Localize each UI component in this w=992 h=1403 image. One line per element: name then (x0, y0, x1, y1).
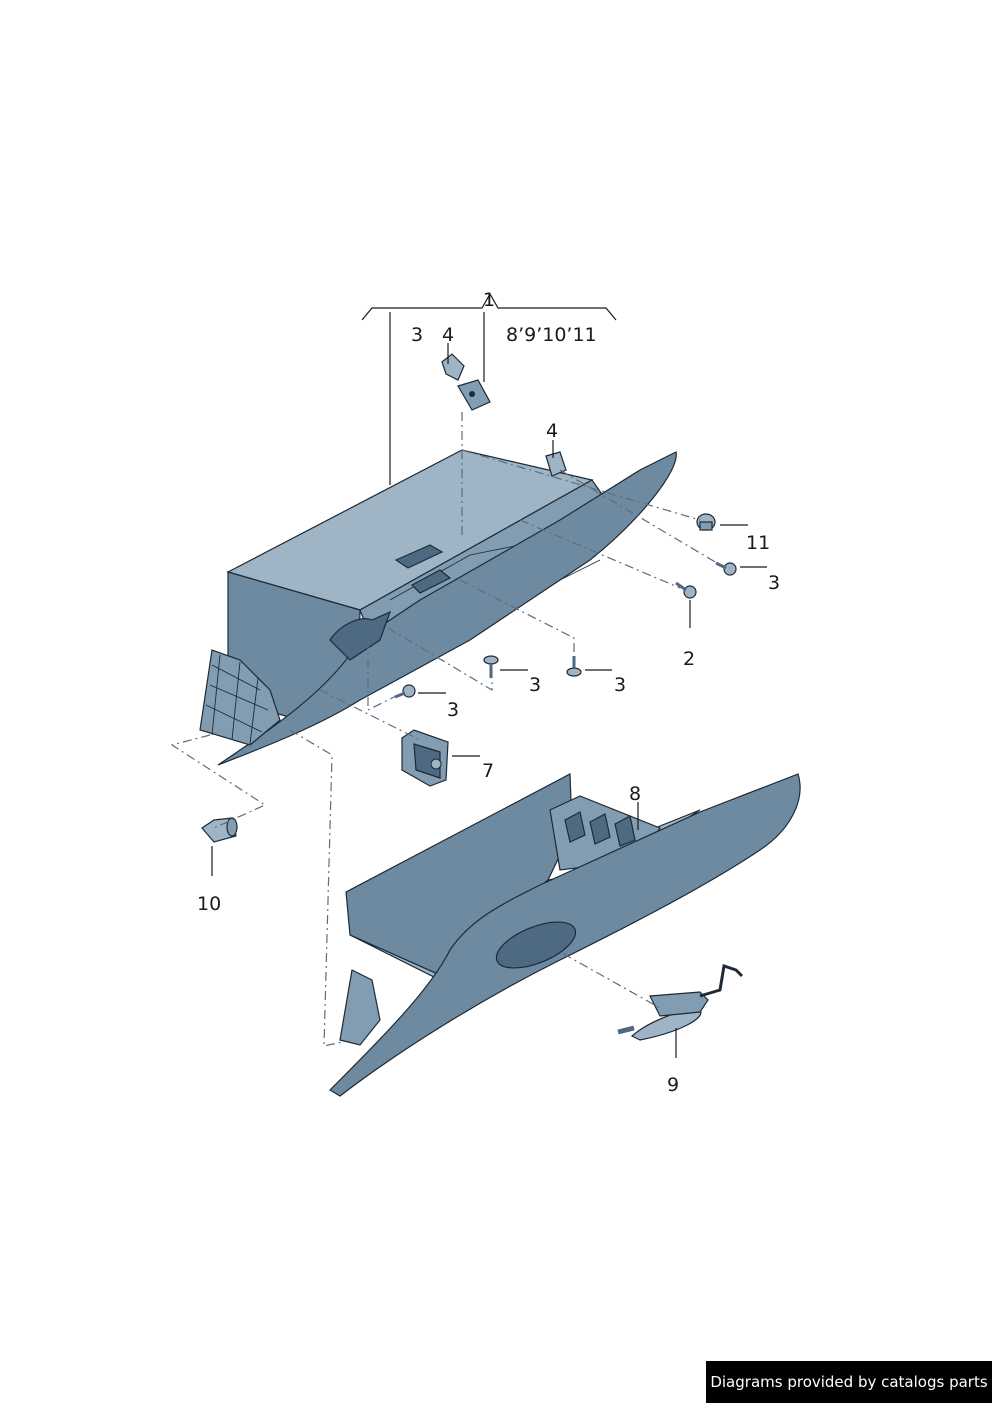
callout-4-mid: 4 (546, 420, 558, 442)
leader-lines (211, 343, 767, 1058)
callout-3-top: 3 (411, 324, 423, 346)
callout-4-top: 4 (442, 324, 454, 346)
screw-part-2 (675, 581, 697, 599)
callout-3-right: 3 (768, 572, 780, 594)
callout-2: 2 (683, 648, 695, 670)
screw-part-3-b (566, 656, 582, 677)
screw-part-3-a (483, 655, 499, 678)
callout-labels: 1 3 4 8’9’10’11 4 11 3 2 3 3 3 7 8 10 9 (197, 289, 780, 1096)
callout-1: 1 (483, 289, 495, 311)
screw-part-3-right (715, 561, 737, 576)
callout-10: 10 (197, 893, 221, 915)
switch-part-7 (401, 729, 449, 787)
assembly-lines (170, 412, 723, 1047)
glove-box-door (329, 773, 801, 1097)
callout-8-11-group: 8’9’10’11 (506, 324, 597, 346)
plug-part-11 (696, 513, 716, 531)
callout-11: 11 (746, 532, 770, 554)
callout-3-b: 3 (614, 674, 626, 696)
door-hinge-ribs (564, 811, 636, 847)
callout-1-bracket (361, 292, 617, 485)
diagram-credit-text: Diagrams provided by catalogs parts (710, 1373, 988, 1391)
callout-3-c: 3 (447, 699, 459, 721)
callout-8: 8 (629, 783, 641, 805)
diagram-credit-badge: Diagrams provided by catalogs parts (706, 1361, 992, 1403)
callout-9: 9 (667, 1074, 679, 1096)
callout-3-a: 3 (529, 674, 541, 696)
callout-7: 7 (482, 760, 494, 782)
latch-part-9 (617, 964, 744, 1041)
pin-part-10 (201, 817, 238, 843)
glove-box-housing (199, 449, 677, 766)
housing-lattice (205, 654, 269, 745)
clip-part-4-top (441, 353, 491, 411)
